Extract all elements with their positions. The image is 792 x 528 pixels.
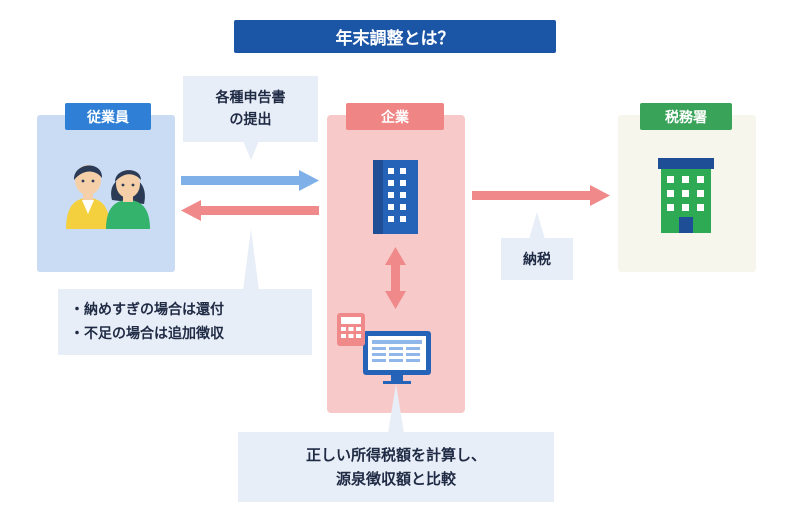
page-title: 年末調整とは？ bbox=[234, 20, 556, 53]
employees-icon bbox=[66, 165, 150, 229]
refund-callout-pointer bbox=[243, 229, 259, 290]
company-building-icon bbox=[373, 160, 418, 234]
filing-callout-line2: の提出 bbox=[229, 112, 272, 128]
company-label: 企業 bbox=[346, 103, 444, 130]
filing-callout-line1: 各種申告書 bbox=[215, 90, 286, 106]
computer-icon bbox=[363, 331, 431, 384]
calculation-callout-line2: 源泉徴収額と比較 bbox=[335, 470, 456, 488]
calc-callout-pointer bbox=[388, 384, 404, 433]
calculation-callout: 正しい所得税額を計算し、 源泉徴収額と比較 bbox=[238, 432, 554, 502]
refund-callout-line1: ・納めすぎの場合は還付 bbox=[70, 302, 224, 318]
arrow-submit-to-company bbox=[181, 170, 319, 191]
pay-callout-pointer bbox=[529, 212, 545, 239]
filing-callout-pointer bbox=[243, 141, 259, 160]
arrow-refund-to-employee bbox=[181, 200, 319, 221]
tax-office-label: 税務署 bbox=[640, 103, 732, 130]
filing-callout: 各種申告書 の提出 bbox=[183, 76, 318, 142]
employee-label: 従業員 bbox=[65, 103, 151, 130]
arrow-pay-to-tax-office bbox=[472, 185, 610, 206]
tax-payment-callout: 納税 bbox=[501, 238, 573, 280]
tax-office-building-icon bbox=[658, 158, 714, 233]
double-arrow-vertical bbox=[385, 247, 406, 309]
calculator-icon bbox=[337, 313, 365, 346]
employee-panel bbox=[37, 115, 175, 272]
refund-callout-line2: ・不足の場合は追加徴収 bbox=[70, 326, 224, 342]
refund-callout: ・納めすぎの場合は還付 ・不足の場合は追加徴収 bbox=[58, 289, 312, 355]
calculation-callout-line1: 正しい所得税額を計算し、 bbox=[305, 446, 486, 464]
